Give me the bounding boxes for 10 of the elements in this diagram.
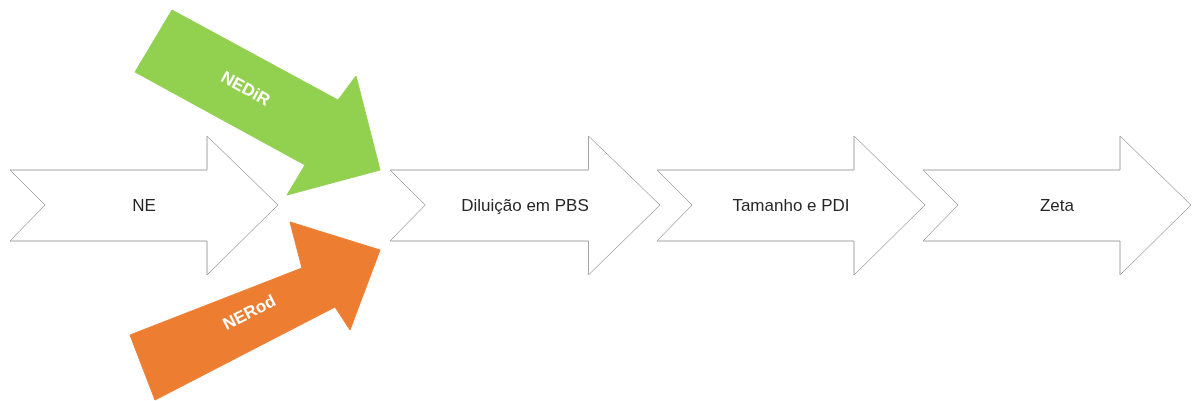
arrow-label: Zeta — [1040, 194, 1074, 217]
arrow-label: NE — [132, 194, 156, 217]
arrow-label: Tamanho e PDI — [732, 194, 850, 217]
process-step — [657, 136, 925, 275]
arrow-label: Diluição em PBS — [461, 194, 589, 217]
process-step — [10, 136, 278, 275]
input-block-arrow — [134, 8, 382, 197]
input-block-arrow — [129, 220, 382, 401]
process-step — [390, 136, 660, 275]
process-step — [923, 136, 1191, 275]
